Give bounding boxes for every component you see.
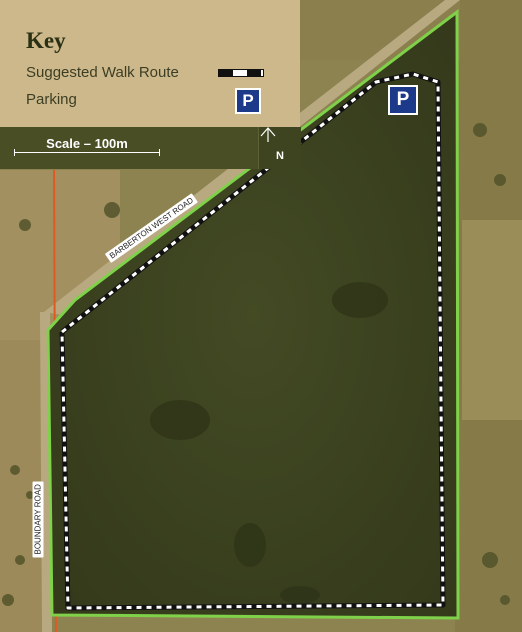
north-label: N bbox=[276, 150, 284, 162]
key-title: Key bbox=[26, 28, 66, 53]
walk-route[interactable] bbox=[60, 72, 445, 610]
parking-legend-icon: P bbox=[235, 88, 261, 114]
scale-bar bbox=[14, 149, 160, 156]
walk-route-legend-label: Suggested Walk Route bbox=[26, 64, 179, 81]
map-key: Key Suggested Walk Route Parking P bbox=[0, 0, 300, 127]
parking-icon[interactable]: P bbox=[388, 85, 418, 115]
scale-label: Scale – 100m bbox=[46, 136, 128, 151]
north-indicator: N bbox=[258, 127, 301, 169]
north-arrow-icon bbox=[260, 127, 276, 142]
reserve-boundary bbox=[46, 8, 460, 620]
walk-route-legend-swatch bbox=[218, 69, 264, 77]
scale-panel: Scale – 100m bbox=[0, 127, 258, 169]
boundary-road-label: BOUNDARY ROAD bbox=[32, 481, 44, 558]
bushland-reserve bbox=[48, 12, 458, 618]
parking-legend-label: Parking bbox=[26, 91, 77, 108]
